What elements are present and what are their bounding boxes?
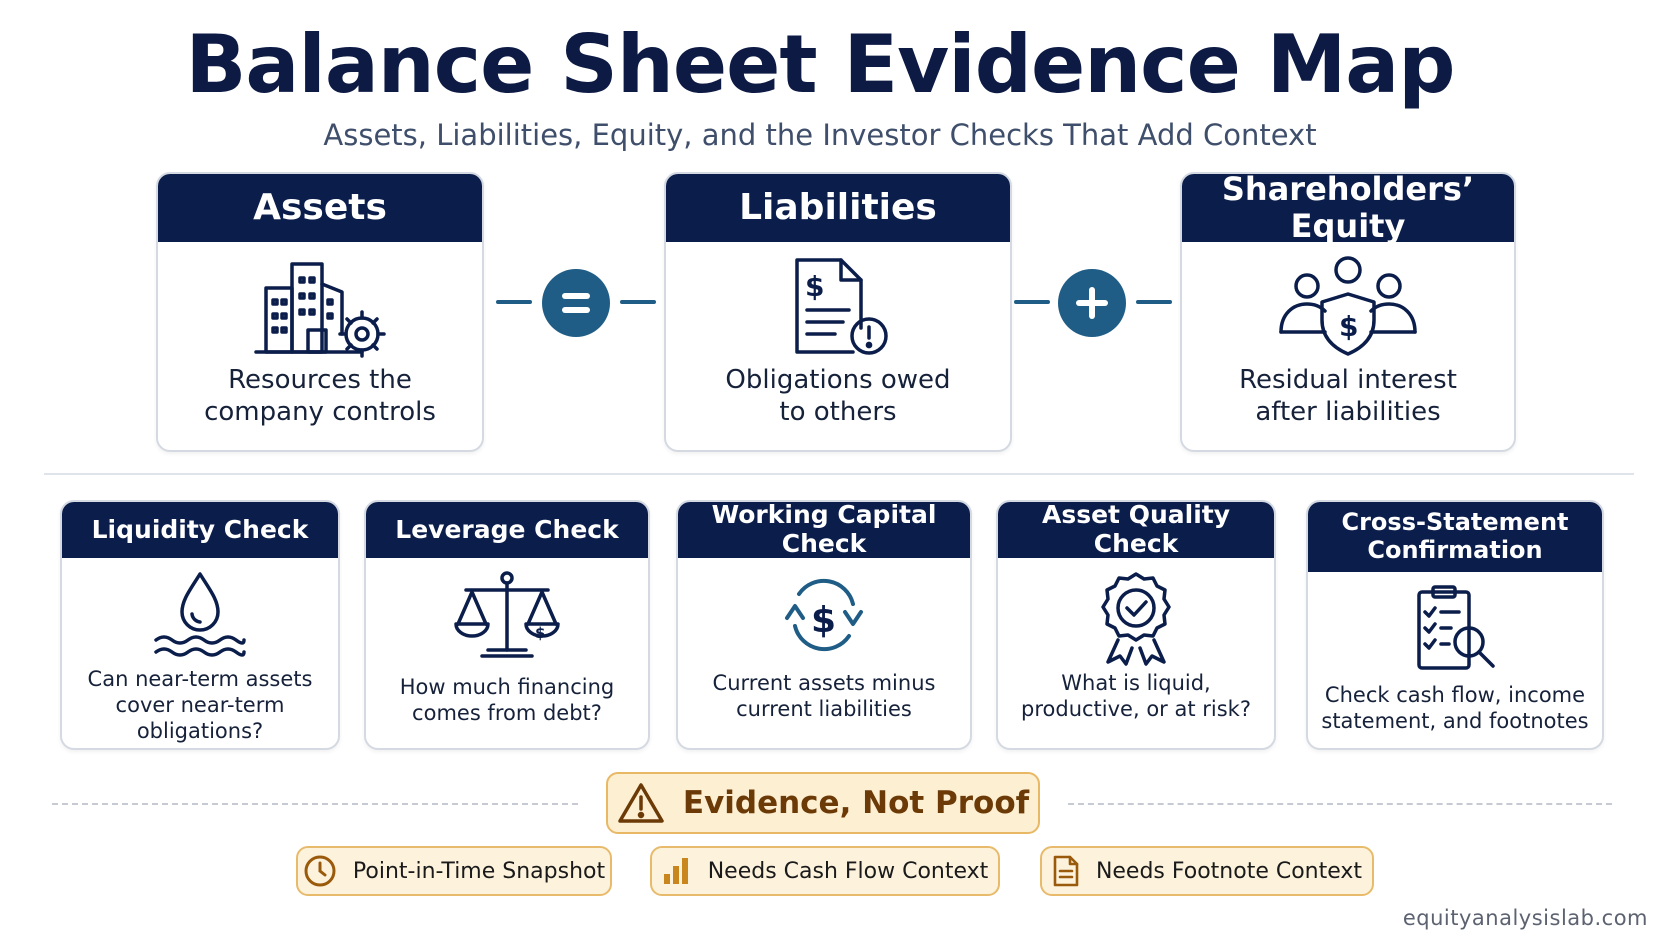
- pill-footnote-context: Needs Footnote Context: [1040, 846, 1374, 896]
- equity-heading: Shareholders’ Equity: [1182, 174, 1514, 244]
- plus-connector-left: [1014, 300, 1050, 304]
- liabilities-heading: Liabilities: [666, 174, 1010, 242]
- equals-connector-left: [496, 300, 532, 304]
- bar-chart-icon: [663, 858, 688, 884]
- dashed-divider-right: [1068, 803, 1612, 805]
- svg-text:$: $: [535, 624, 545, 642]
- equals-operator: [542, 269, 610, 337]
- page-subtitle: Assets, Liabilities, Equity, and the Inv…: [323, 118, 1317, 152]
- asset-quality-check-description: What is liquid,productive, or at risk?: [1021, 671, 1251, 721]
- section-divider: [44, 473, 1634, 475]
- pill-label: Needs Footnote Context: [1095, 858, 1363, 884]
- assets-heading: Assets: [158, 174, 482, 242]
- clock-icon: [304, 855, 336, 887]
- balance-scale-icon: $: [366, 570, 648, 660]
- svg-text:$: $: [811, 600, 836, 641]
- plus-operator: [1058, 269, 1126, 337]
- leverage-check-heading: Leverage Check: [366, 502, 648, 558]
- clipboard-search-icon: [1308, 584, 1602, 674]
- liquidity-check-heading: Liquidity Check: [62, 502, 338, 558]
- warning-icon: [618, 783, 664, 823]
- water-drop-icon: [62, 570, 338, 660]
- evidence-callout: Evidence, Not Proof: [606, 772, 1040, 834]
- invoice-alert-icon: $: [666, 254, 1010, 358]
- evidence-label: Evidence, Not Proof: [682, 785, 1030, 821]
- equity-card: Shareholders’ Equity $ Residual interest…: [1180, 172, 1516, 452]
- award-badge-icon: [998, 570, 1274, 666]
- asset-quality-check-card: Asset Quality Check What is liquid,produ…: [996, 500, 1276, 750]
- page-title: Balance Sheet Evidence Map: [185, 18, 1455, 111]
- equals-connector-right: [620, 300, 656, 304]
- asset-quality-check-heading: Asset Quality Check: [998, 502, 1274, 558]
- pill-point-in-time: Point-in-Time Snapshot: [296, 846, 612, 896]
- pill-label: Needs Cash Flow Context: [707, 858, 989, 884]
- dollar-cycle-icon: $: [678, 570, 970, 660]
- svg-text:$: $: [1339, 310, 1358, 343]
- document-icon: [1053, 855, 1079, 887]
- footer-url: equityanalysislab.com: [1402, 906, 1648, 930]
- pill-cash-flow-context: Needs Cash Flow Context: [650, 846, 1000, 896]
- working-capital-check-card: Working Capital Check $ Current assets m…: [676, 500, 972, 750]
- working-capital-check-heading: Working Capital Check: [678, 502, 970, 558]
- shareholders-shield-icon: $: [1182, 254, 1514, 358]
- pill-label: Point-in-Time Snapshot: [352, 858, 606, 884]
- svg-text:$: $: [805, 270, 824, 303]
- plus-connector-right: [1136, 300, 1172, 304]
- dashed-divider-left: [52, 803, 578, 805]
- building-gear-icon: [158, 254, 482, 358]
